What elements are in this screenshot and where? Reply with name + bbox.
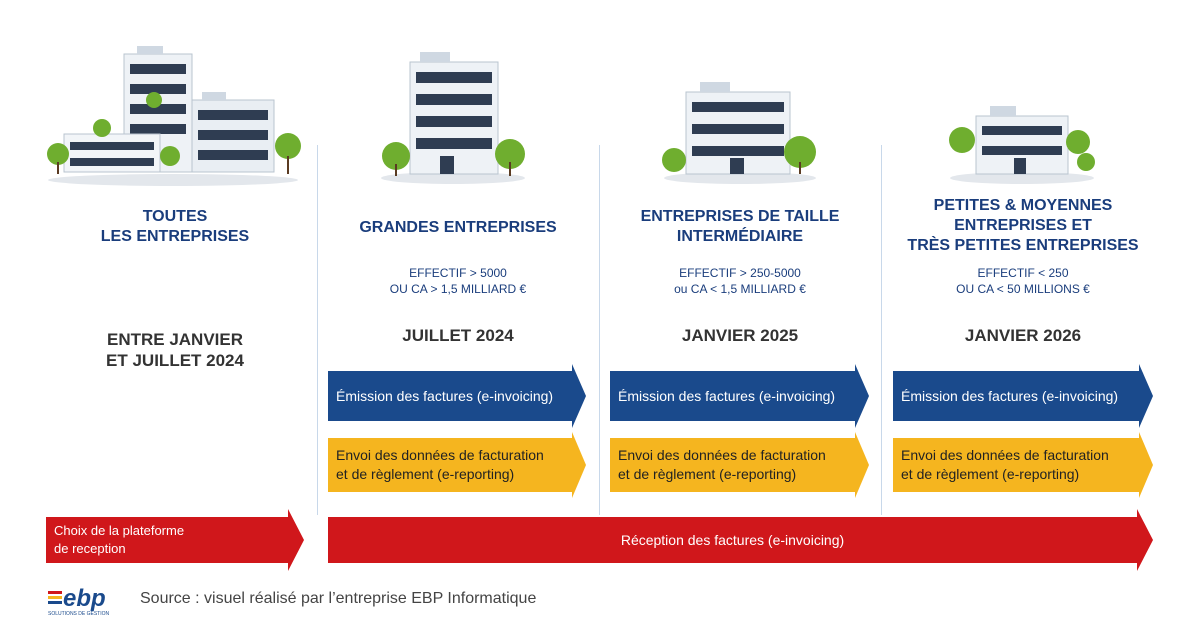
emission-arrow: Émission des factures (e-invoicing) [610, 364, 869, 428]
ereporting-arrow: Envoi des données de facturation et de r… [610, 432, 869, 498]
column-date: JANVIER 2026 [964, 326, 1082, 345]
criteria-effectif: EFFECTIF > 250-5000 [679, 266, 801, 280]
ebp-logo-text: ebp [63, 586, 106, 612]
source-caption: Source : visuel réalisé par l’entreprise… [140, 590, 537, 607]
reception-arrow: Réception des factures (e-invoicing) [328, 509, 1153, 571]
ebp-logo: ebp SOLUTIONS DE GESTION [48, 586, 110, 617]
column-divider [881, 145, 882, 515]
column-title: ENTREPRISES DE TAILLE INTERMÉDIAIRE [640, 208, 840, 245]
arrow-label: Émission des factures (e-invoicing) [336, 387, 554, 404]
column-divider [317, 145, 318, 515]
medium-building-icon [662, 82, 816, 184]
ereporting-arrow: Envoi des données de facturation et de r… [893, 432, 1153, 498]
column-title: GRANDES ENTREPRISES [359, 219, 557, 236]
column-divider [599, 145, 600, 515]
column-criteria: EFFECTIF < 250 OU CA < 50 MILLIONS € [888, 265, 1158, 297]
emission-arrow: Émission des factures (e-invoicing) [893, 364, 1153, 428]
small-building-icon [949, 106, 1095, 184]
column-date: JANVIER 2025 [681, 326, 799, 345]
arrow-label: Choix de la plateforme de reception [54, 523, 185, 556]
criteria-effectif: EFFECTIF > 5000 [409, 266, 507, 280]
column-date: ENTRE JANVIER ET JUILLET 2024 [106, 330, 244, 370]
column-criteria: EFFECTIF > 5000 OU CA > 1,5 MILLIARD € [328, 265, 588, 297]
criteria-ca: ou CA < 1,5 MILLIARD € [674, 282, 806, 296]
arrow-label: Envoi des données de facturation et de r… [336, 447, 544, 482]
arrow-label: Envoi des données de facturation et de r… [901, 447, 1109, 482]
criteria-ca: OU CA > 1,5 MILLIARD € [389, 282, 527, 296]
criteria-ca: OU CA < 50 MILLIONS € [956, 282, 1090, 296]
column-criteria: EFFECTIF > 250-5000 ou CA < 1,5 MILLIARD… [610, 265, 870, 297]
column-date: JUILLET 2024 [402, 326, 514, 345]
choix-plateforme-arrow: Choix de la plateforme de reception [46, 509, 304, 571]
buildings-cluster-icon [47, 46, 301, 186]
ereporting-arrow: Envoi des données de facturation et de r… [328, 432, 586, 498]
arrow-label: Émission des factures (e-invoicing) [618, 387, 836, 404]
arrow-label: Réception des factures (e-invoicing) [620, 531, 845, 548]
emission-arrow: Émission des factures (e-invoicing) [328, 364, 586, 428]
large-building-icon [381, 52, 525, 184]
criteria-effectif: EFFECTIF < 250 [977, 266, 1069, 280]
column-title: PETITES & MOYENNES ENTREPRISES ET TRÈS P… [907, 197, 1139, 254]
column-title: TOUTES LES ENTREPRISES [100, 208, 250, 245]
arrow-label: Émission des factures (e-invoicing) [901, 387, 1119, 404]
ebp-logo-tagline: SOLUTIONS DE GESTION [48, 611, 110, 617]
arrow-label: Envoi des données de facturation et de r… [618, 447, 826, 482]
